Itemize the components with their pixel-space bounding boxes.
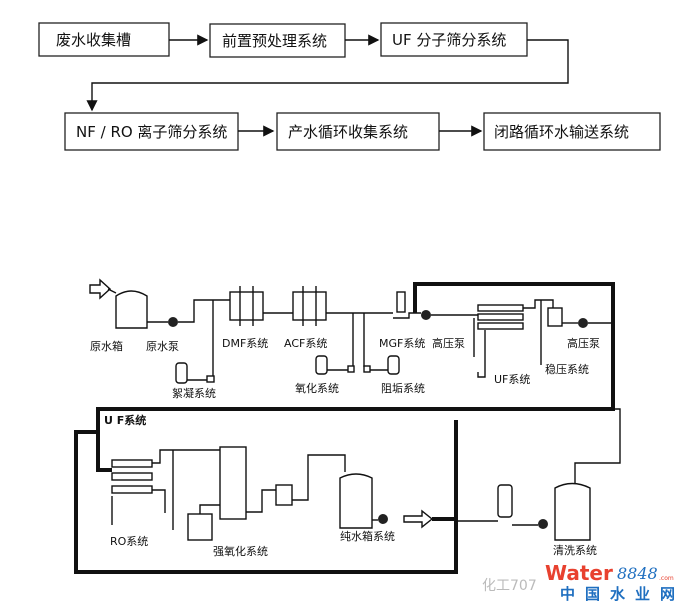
inlet-arrow-icon [89, 278, 112, 300]
flow-step-uf: UF 分子筛分系统 [380, 22, 528, 57]
label-acf: ACF系统 [284, 337, 327, 350]
watermark-brand-number: 8848 [617, 564, 658, 583]
label-ro: RO系统 [110, 535, 148, 548]
high-pressure-pump-icon [421, 310, 431, 320]
raw-water-pump-icon [168, 317, 178, 327]
watermark-wechat: 化工707 [482, 578, 537, 594]
flow-step-label: 前置预处理系统 [222, 32, 327, 50]
label-mgf: MGF系统 [379, 337, 425, 350]
oxidation-tank [315, 355, 328, 375]
label-stabilizer: 稳压系统 [545, 362, 589, 376]
ro-membrane-module [111, 472, 153, 481]
flow-step-closed-loop: 闭路循环水输送系统 [483, 112, 661, 151]
label-strong-oxidation: 强氧化系统 [213, 544, 268, 558]
strong-oxidation-box [187, 513, 213, 541]
label-uf: UF系统 [494, 373, 530, 386]
label-oxidation: 氧化系统 [295, 381, 339, 395]
watermark-brand: Water [545, 561, 613, 585]
flowchart: 废水收集槽 前置预处理系统 UF 分子筛分系统 NF / RO 离子筛分系统 产… [38, 22, 661, 151]
mgf-filter [396, 291, 406, 313]
stabilizer-tank [547, 307, 563, 327]
flow-step-label: UF 分子筛分系统 [392, 31, 506, 49]
watermark: 化工707 Water 8848 .com 中国水业网 [482, 561, 685, 602]
raw-water-tank [115, 290, 148, 329]
strong-oxidation-column [219, 446, 247, 520]
dmf-filter [229, 291, 264, 321]
watermark-brand-suffix: .com [659, 575, 674, 582]
acf-filter [292, 291, 327, 321]
label-high-pressure-pump: 高压泵 [432, 336, 465, 350]
flow-step-nf-ro: NF / RO 离子筛分系统 [64, 112, 239, 151]
flow-step-label: 废水收集槽 [56, 31, 131, 49]
flow-step-waste-collection: 废水收集槽 [38, 22, 170, 57]
label-high-pressure-pump: 高压泵 [567, 336, 600, 350]
watermark-site-name: 中国水业网 [560, 585, 685, 602]
flow-arrow [86, 39, 569, 112]
label-raw-pump: 原水泵 [146, 340, 179, 353]
cleaning-pump-icon [538, 519, 548, 529]
pure-water-tank [339, 473, 373, 529]
ro-membrane-module [111, 485, 153, 494]
flow-step-label: 产水循环收集系统 [288, 123, 408, 141]
high-pressure-pump-icon [578, 318, 588, 328]
uf-membrane-module [477, 304, 524, 312]
label-cleaning: 清洗系统 [553, 544, 597, 557]
pure-water-pump-icon [378, 514, 388, 524]
flow-step-label: NF / RO 离子筛分系统 [76, 123, 227, 141]
flocculation-tank [175, 362, 188, 384]
label-uf-section: U F系统 [104, 413, 146, 427]
scale-inhibitor-tank [387, 355, 400, 375]
ro-membrane-module [111, 459, 153, 468]
flow-step-pretreatment: 前置预处理系统 [209, 23, 346, 58]
cleaning-filter [497, 484, 513, 518]
label-flocculation: 絮凝系统 [172, 386, 216, 400]
process-diagram: 原水箱 原水泵 DMF系统 ACF系统 絮凝系统 氧化系统 阻垢系统 MGF系统… [74, 278, 621, 574]
label-scale-inhibitor: 阻垢系统 [381, 382, 425, 395]
outlet-arrow-icon [403, 509, 434, 529]
flow-step-product-collection: 产水循环收集系统 [276, 112, 440, 151]
label-pure-tank: 纯水箱系统 [340, 529, 395, 543]
label-dmf: DMF系统 [222, 337, 268, 350]
flow-step-label: 闭路循环水输送系统 [494, 123, 629, 141]
uf-membrane-module [477, 313, 524, 321]
cleaning-tank [554, 482, 591, 541]
uf-membrane-module [477, 322, 524, 330]
label-raw-tank: 原水箱 [90, 339, 123, 353]
